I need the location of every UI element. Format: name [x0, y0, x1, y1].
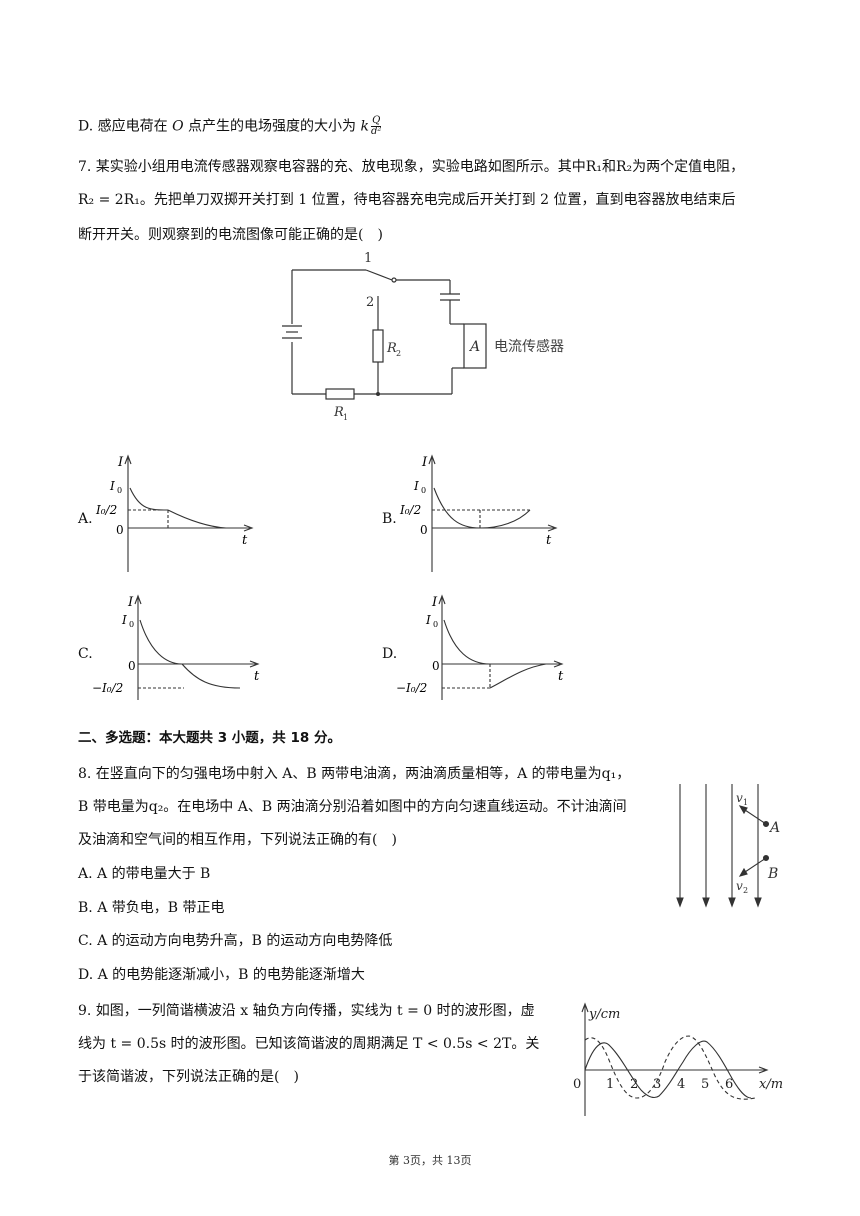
t-axis-label: t	[546, 533, 552, 548]
t-axis-label: t	[242, 533, 248, 548]
t-axis-label: t	[558, 669, 564, 684]
tick-label: 5	[701, 1077, 709, 1092]
q7-stem-line2: R₂ = 2R₁。先把单刀双掷开关打到 1 位置，待电容器充电完成后开关打到 2…	[78, 192, 736, 208]
q8-stem-line3: 及油滴和空气间的相互作用，下列说法正确的有( )	[78, 832, 397, 848]
neg-half-current-label: −I₀/2	[92, 681, 123, 695]
y-axis-label: I	[421, 455, 428, 470]
r1-label: R	[333, 405, 344, 420]
q7-option-d-letter: D.	[382, 646, 398, 662]
switch-label-1: 1	[364, 251, 372, 266]
i0-subscript: 0	[129, 620, 134, 629]
q9-wave-diagram: y/cm x/m 0 1 2 3 4 5 6	[573, 1002, 783, 1116]
q7-stem-line1: 7. 某实验小组用电流传感器观察电容器的充、放电现象，实验电路如图所示。其中R₁…	[78, 159, 745, 175]
v2-label: v	[736, 879, 743, 893]
y-axis-label: I	[431, 595, 438, 610]
r1-subscript: 1	[343, 413, 348, 422]
q8-option-c: C. A 的运动方向电势升高，B 的运动方向电势降低	[78, 933, 393, 949]
v2-subscript: 2	[743, 886, 748, 895]
origin-label: 0	[420, 523, 428, 537]
x-axis-label: x/m	[759, 1077, 783, 1092]
tick-label: 3	[653, 1077, 661, 1092]
r2-label: R	[386, 341, 397, 356]
i0-subscript: 0	[117, 486, 122, 495]
droplet-a-label: A	[768, 820, 780, 836]
ammeter-label: A	[468, 339, 480, 355]
q9-stem-line2: 线为 t = 0.5s 时的波形图。已知该简谐波的周期满足 T < 0.5s <…	[78, 1036, 540, 1052]
q8-option-a: A. A 的带电量大于 B	[78, 866, 211, 882]
neg-half-current-label: −I₀/2	[396, 681, 427, 695]
y-axis-label: y/cm	[588, 1007, 620, 1022]
q7-option-b-letter: B.	[382, 511, 397, 527]
i0-subscript: 0	[421, 486, 426, 495]
origin-label: 0	[128, 659, 136, 673]
r2-subscript: 2	[396, 349, 401, 358]
switch-label-2: 2	[366, 295, 374, 310]
tick-label: 2	[630, 1077, 638, 1092]
q9-stem-line3: 于该简谐波，下列说法正确的是( )	[78, 1069, 299, 1085]
q8-stem-line2: B 带电量为q₂。在电场中 A、B 两油滴分别沿着如图中的方向匀速直线运动。不计…	[78, 799, 627, 815]
q7-option-a-letter: A.	[78, 511, 93, 527]
tick-label: 4	[677, 1077, 685, 1092]
tick-label: 0	[573, 1077, 581, 1092]
i0-label: I	[413, 479, 419, 493]
droplet-b-label: B	[767, 866, 778, 882]
i0-label: I	[425, 613, 431, 627]
y-axis-label: I	[127, 595, 134, 610]
section-2-title: 二、多选题：本大题共 3 小题，共 18 分。	[78, 730, 341, 746]
q8-field-diagram: v 1 A B v 2	[676, 784, 780, 908]
v1-subscript: 1	[743, 798, 748, 807]
i0-subscript: 0	[433, 620, 438, 629]
origin-label: 0	[116, 523, 124, 537]
half-current-label: I₀/2	[399, 503, 421, 517]
i0-label: I	[121, 613, 127, 627]
q8-option-b: B. A 带负电，B 带正电	[78, 900, 225, 916]
q7-circuit-diagram: 1 2 R 2 R 1 A 电流传感器	[282, 251, 564, 422]
q8-stem-line1: 8. 在竖直向下的匀强电场中射入 A、B 两带电油滴，两油滴质量相等，A 的带电…	[78, 766, 631, 782]
q8-option-d: D. A 的电势能逐渐减小，B 的电势能逐渐增大	[78, 967, 365, 983]
q7-stem-line3: 断开开关。则观察到的电流图像可能正确的是( )	[78, 227, 383, 243]
y-axis-label: I	[117, 455, 124, 470]
i0-label: I	[109, 479, 115, 493]
tick-label: 1	[606, 1077, 614, 1092]
origin-label: 0	[432, 659, 440, 673]
half-current-label: I₀/2	[95, 503, 117, 517]
page-footer: 第 3页，共 13页	[388, 1154, 472, 1167]
v1-label: v	[736, 791, 743, 805]
t-axis-label: t	[254, 669, 260, 684]
tick-label: 6	[725, 1077, 733, 1092]
q9-stem-line1: 9. 如图，一列简谐横波沿 x 轴负方向传播，实线为 t = 0 时的波形图，虚	[78, 1003, 535, 1019]
q7-option-c-letter: C.	[78, 646, 93, 662]
sensor-label: 电流传感器	[494, 338, 564, 355]
